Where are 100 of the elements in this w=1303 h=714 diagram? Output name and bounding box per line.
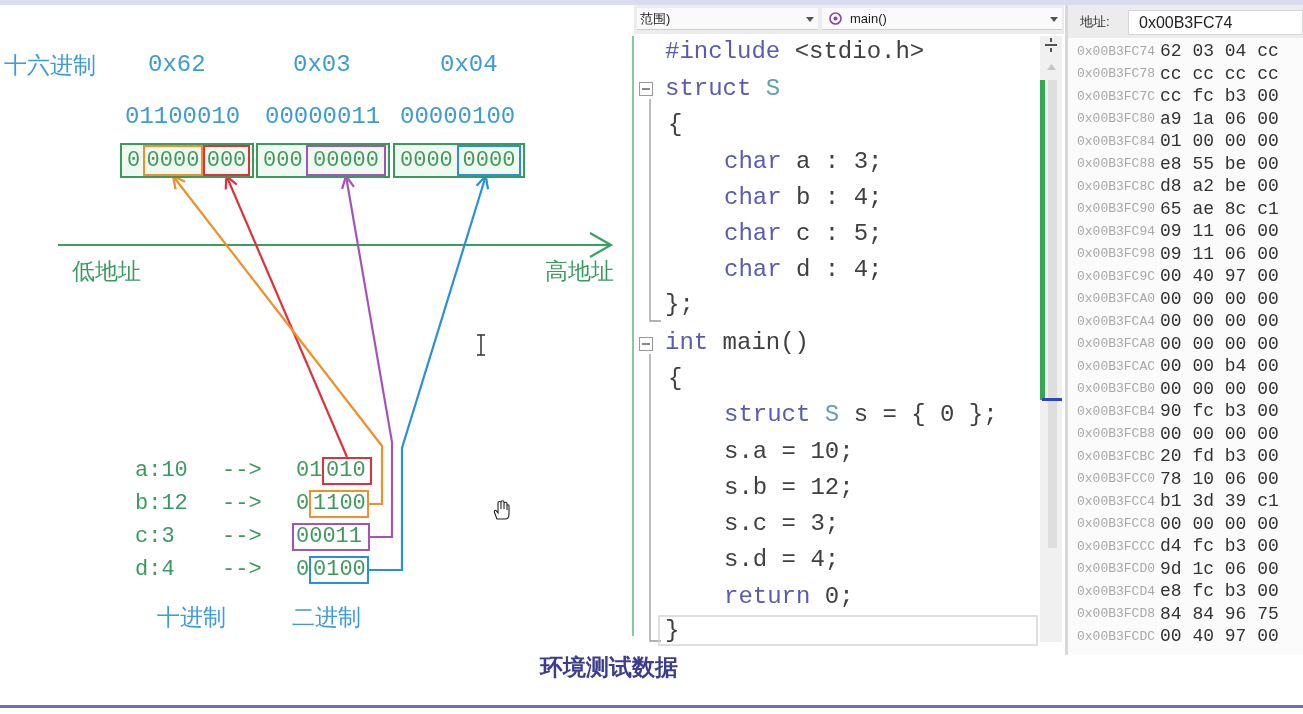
memory-bytes: 90 fc b3 00 bbox=[1160, 400, 1279, 424]
bit-field-box bbox=[306, 145, 386, 176]
radix-label: 十六进制 bbox=[4, 52, 96, 81]
byte-box bbox=[393, 143, 525, 178]
hex-value: 0x03 bbox=[293, 50, 351, 81]
bit-text: 0100 bbox=[313, 558, 366, 582]
memory-bytes: 20 fd b3 00 bbox=[1160, 445, 1279, 469]
memory-address: 0x00B3FCB8 bbox=[1077, 426, 1155, 443]
code-line: char c : 5; bbox=[724, 219, 883, 249]
memory-address: 0x00B3FCC4 bbox=[1077, 493, 1155, 511]
memory-address: 0x00B3FCA0 bbox=[1077, 291, 1155, 308]
address-label: 高地址 bbox=[545, 258, 614, 287]
text-arrow: --> bbox=[222, 522, 262, 551]
radix-label: 二进制 bbox=[292, 604, 361, 633]
memory-address: 0x00B3FC90 bbox=[1077, 201, 1155, 218]
binary-digits: 0 bbox=[296, 555, 310, 584]
memory-address: 0x00B3FCB4 bbox=[1077, 403, 1155, 421]
binary-value: 01100010 bbox=[125, 102, 241, 133]
memory-address: 0x00B3FC98 bbox=[1077, 246, 1155, 263]
code-line: { bbox=[668, 110, 683, 140]
code-line: struct S s = { 0 }; bbox=[724, 400, 998, 430]
memory-address: 0x00B3FC78 bbox=[1077, 66, 1155, 83]
member-dropdown: main() bbox=[822, 8, 1062, 30]
code-line: }; bbox=[665, 290, 694, 320]
memory-bytes: 00 40 97 00 bbox=[1160, 265, 1279, 289]
binary-value: 00000100 bbox=[400, 102, 516, 133]
memory-bytes: 84 84 96 75 bbox=[1160, 602, 1279, 626]
bit-field-box bbox=[322, 457, 372, 485]
byte-box bbox=[256, 143, 390, 178]
memory-bytes: 00 00 00 00 bbox=[1160, 422, 1279, 446]
memory-address: 0x00B3FCDC bbox=[1077, 628, 1155, 646]
memory-bytes: cc cc cc cc bbox=[1160, 62, 1279, 86]
code-line: struct S bbox=[665, 74, 781, 104]
code-line: int main() bbox=[665, 328, 810, 358]
text-arrow: --> bbox=[222, 456, 262, 485]
bit-text: 010 bbox=[326, 459, 366, 483]
memory-address: 0x00B3FC7C bbox=[1077, 88, 1155, 106]
memory-address: 0x00B3FCA8 bbox=[1077, 336, 1155, 353]
member-value: a:10 bbox=[135, 456, 188, 485]
memory-address: 0x00B3FCD8 bbox=[1077, 606, 1155, 623]
memory-bytes: 00 40 97 00 bbox=[1160, 625, 1279, 649]
code-line: s.c = 3; bbox=[724, 509, 840, 539]
memory-bytes: 00 00 00 00 bbox=[1160, 287, 1279, 311]
hex-value: 0x62 bbox=[148, 50, 206, 81]
memory-address: 0x00B3FCC8 bbox=[1077, 516, 1155, 533]
memory-address: 0x00B3FC94 bbox=[1077, 223, 1155, 241]
memory-bytes: d4 fc b3 00 bbox=[1160, 535, 1279, 559]
memory-bytes: 00 00 00 00 bbox=[1160, 332, 1279, 356]
memory-address: 0x00B3FCAC bbox=[1077, 358, 1155, 376]
memory-bytes: cc fc b3 00 bbox=[1160, 85, 1279, 109]
code-line: } bbox=[665, 616, 680, 646]
code-line: char a : 3; bbox=[724, 147, 883, 177]
memory-address: 0x00B3FC80 bbox=[1077, 111, 1155, 128]
memory-address: 0x00B3FCA4 bbox=[1077, 313, 1155, 331]
member-value: d:4 bbox=[135, 555, 175, 584]
address-label: 低地址 bbox=[72, 258, 141, 287]
member-value: b:12 bbox=[135, 489, 188, 518]
code-line: #include <stdio.h> bbox=[665, 37, 925, 67]
memory-bytes: d8 a2 be 00 bbox=[1160, 175, 1279, 199]
code-line: s.d = 4; bbox=[724, 545, 840, 575]
bit-text: 0000 bbox=[400, 147, 453, 175]
radix-label: 十进制 bbox=[157, 604, 226, 633]
memory-bytes: 01 00 00 00 bbox=[1160, 130, 1279, 154]
code-line: return 0; bbox=[724, 582, 854, 612]
binary-value: 00000011 bbox=[265, 102, 381, 133]
text-arrow: --> bbox=[222, 489, 262, 518]
memory-bytes: 00 00 00 00 bbox=[1160, 377, 1279, 401]
memory-bytes: 09 11 06 00 bbox=[1160, 220, 1279, 244]
memory-bytes: 00 00 00 00 bbox=[1160, 512, 1279, 536]
text-arrow: --> bbox=[222, 555, 262, 584]
field-label: 地址: bbox=[1080, 13, 1110, 31]
bit-text: 000 bbox=[205, 147, 248, 174]
bit-text: 0 bbox=[127, 147, 141, 175]
code-line: char d : 4; bbox=[724, 255, 883, 285]
memory-bytes: 00 00 b4 00 bbox=[1160, 355, 1279, 379]
memory-address: 0x00B3FCB0 bbox=[1077, 381, 1155, 398]
bit-field-box bbox=[292, 523, 370, 551]
memory-bytes: 09 11 06 00 bbox=[1160, 242, 1279, 266]
bit-text: 0000 bbox=[145, 147, 201, 174]
address-field: 0x00B3FC74 bbox=[1128, 10, 1303, 35]
code-line: s.a = 10; bbox=[724, 437, 854, 467]
hex-value: 0x04 bbox=[440, 50, 498, 81]
code-line: char b : 4; bbox=[724, 183, 883, 213]
code-line: s.b = 12; bbox=[724, 473, 854, 503]
bit-text: 00011 bbox=[296, 525, 362, 549]
memory-address: 0x00B3FCCC bbox=[1077, 538, 1155, 556]
memory-address: 0x00B3FC74 bbox=[1077, 43, 1155, 61]
memory-bytes: 62 03 04 cc bbox=[1160, 40, 1279, 64]
scope-dropdown: 范围) bbox=[637, 8, 818, 30]
code-line: { bbox=[668, 364, 683, 394]
bit-text: 00000 bbox=[312, 147, 380, 174]
bit-text: 0000 bbox=[461, 147, 517, 174]
memory-bytes: a9 1a 06 00 bbox=[1160, 107, 1279, 131]
binary-digits: 01 bbox=[296, 456, 323, 485]
caption: 环境测试数据 bbox=[540, 654, 678, 682]
memory-address: 0x00B3FCD4 bbox=[1077, 583, 1155, 601]
memory-address: 0x00B3FC9C bbox=[1077, 268, 1155, 286]
bit-text: 000 bbox=[263, 147, 303, 175]
memory-address: 0x00B3FCBC bbox=[1077, 448, 1155, 466]
memory-address: 0x00B3FC8C bbox=[1077, 178, 1155, 196]
